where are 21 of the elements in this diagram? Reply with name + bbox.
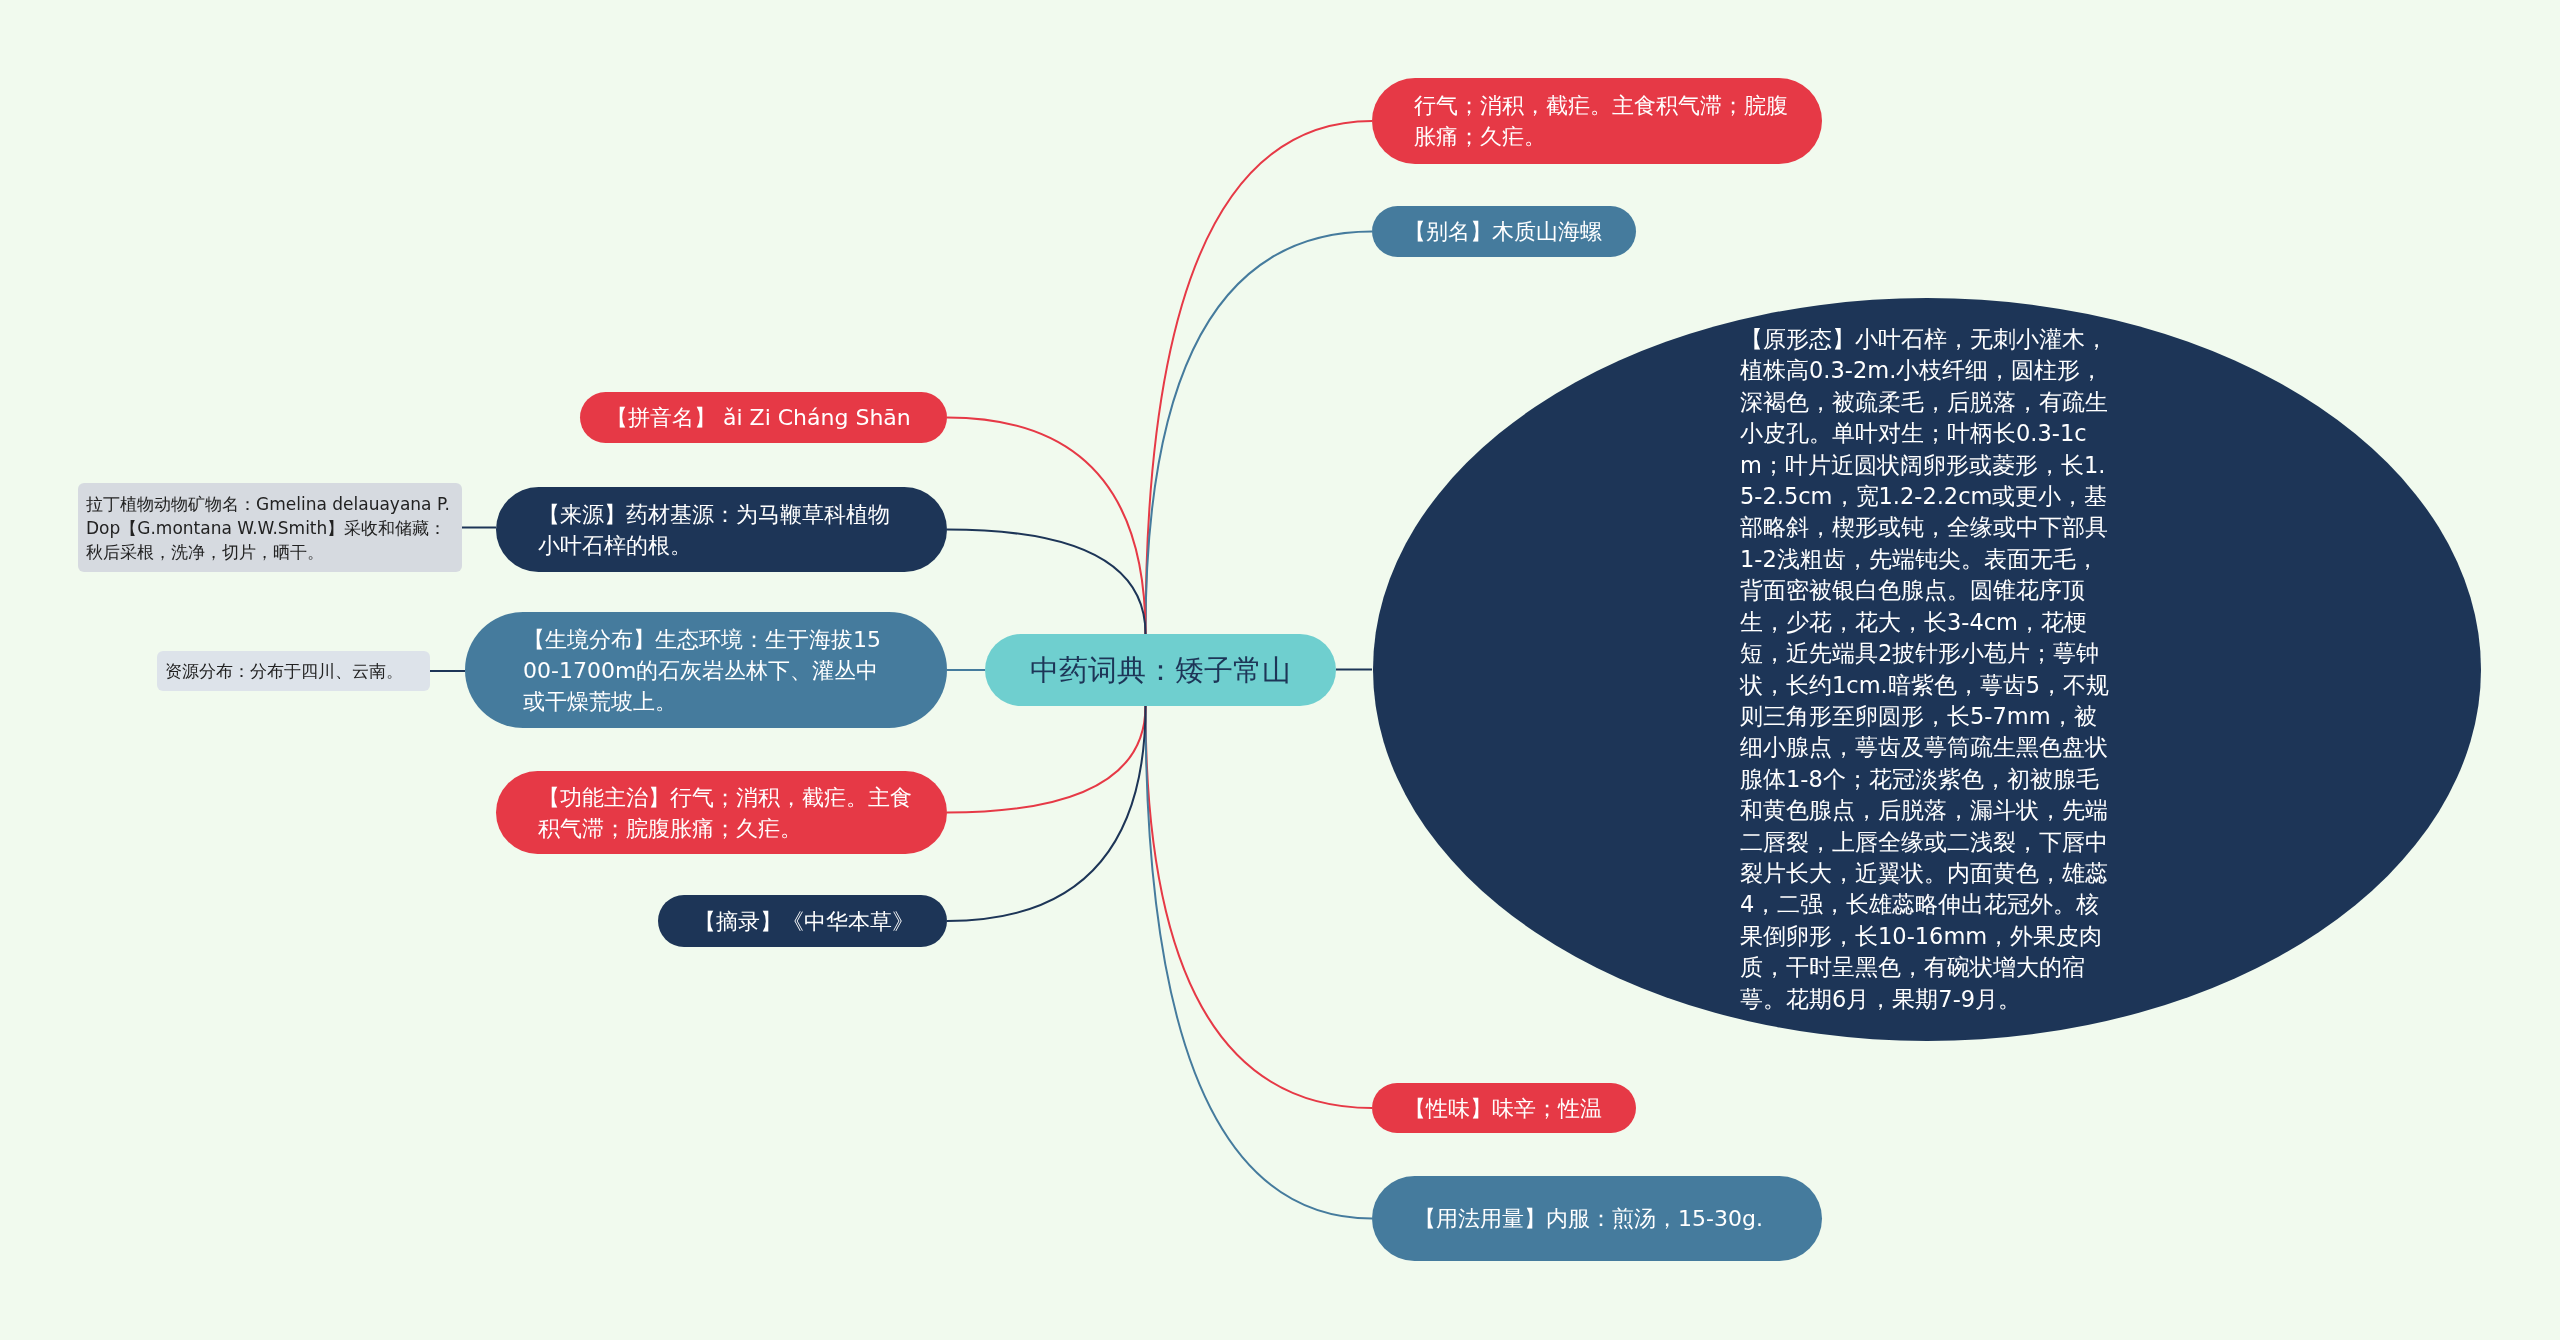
topic-pill: 【生境分布】生态环境：生于海拔1500-1700m的石灰岩丛林下、灌丛中或干燥荒坡上。 [465,612,947,728]
connector-line [461,526,497,529]
connector-line [946,528,1147,635]
connector-line [946,669,986,671]
central-topic-box: 中药词典：矮子常山 [985,634,1336,706]
connector-line [429,670,466,672]
connector-line [946,705,1147,922]
connector-line [1144,705,1373,1220]
topic-pill: 【功能主治】行气；消积，截疟。主食积气滞；脘腹胀痛；久疟。 [496,771,947,854]
topic-pill: 【来源】药材基源：为马鞭草科植物小叶石梓的根。 [496,487,947,572]
note-box: 拉丁植物动物矿物名：Gmelina delauayana P.Dop【G.montana W.W.Smith】采收和储藏：秋后采根，洗净，切片，晒干。 [78,483,462,572]
topic-pill: 【摘录】《中华本草》 [658,895,947,947]
note-box: 资源分布：分布于四川、云南。 [157,651,430,691]
connector-line [1144,230,1373,635]
topic-pill: 【性味】味辛；性温 [1372,1083,1636,1133]
topic-ellipse: 【原形态】小叶石梓，无刺小灌木，植株高0.3-2m.小枝纤细，圆柱形，深褐色，被疏柔毛，后脱落，有疏生小皮孔。单叶对生；叶柄长0.3-1cm；叶片近圆状阔卵形或菱形，长1.5-2.5cm，宽1.2-2.2cm或更小，基部略斜，楔形或钝，全缘或中下部具1-2浅粗齿，先端钝尖。表面无毛，背面密被银白色腺点。圆锥花序顶生，少花，花大，长3-4cm，花梗短，近先端具2披针形小苞片；萼钟状，长约1cm.暗紫色，萼齿5，不规则三角形至卵圆形，长5-7mm，被细小腺点，萼齿及萼筒疏生黑色盘状腺体1-8个；花冠淡紫色，初被腺毛和黄色腺点，后脱落，漏斗状，先端二唇裂，上唇全缘或二浅裂，下唇中裂片长大，近翼状。内面黄色，雄蕊4，二强，长雄蕊略伸出花冠外。核果倒卵形，长10-16mm，外果皮肉质，干时呈黑色，有碗状增大的宿萼。花期6月，果期7-9月。 [1372,297,2482,1042]
topic-pill: 行气；消积，截疟。主食积气滞；脘腹胀痛；久疟。 [1372,78,1822,164]
topic-pill: 【拼音名】 ǎi Zi Cháng Shān [580,392,947,443]
topic-pill: 【别名】木质山海螺 [1372,206,1636,257]
topic-pill: 【用法用量】内服：煎汤，15-30g. [1372,1176,1822,1261]
connector-line [1335,668,1373,671]
